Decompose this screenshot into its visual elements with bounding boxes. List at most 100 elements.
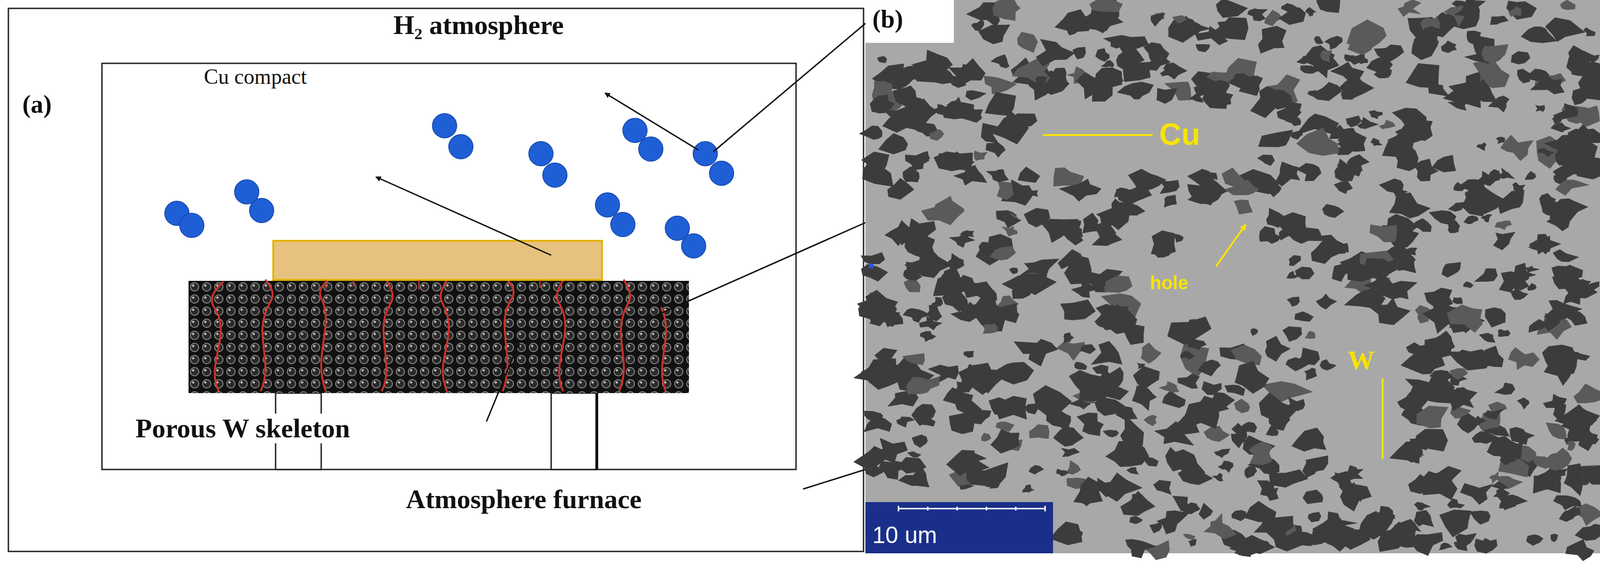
tungsten-particle [1094, 397, 1126, 416]
tungsten-particle [1089, 0, 1123, 13]
tungsten-particle [1080, 344, 1096, 354]
tungsten-particle [903, 261, 923, 281]
tungsten-particle [1238, 421, 1257, 433]
tungsten-particle [1182, 533, 1196, 540]
feature-label: hole [1149, 272, 1189, 293]
tungsten-particle [1149, 521, 1162, 534]
tungsten-particle [1143, 42, 1170, 65]
tungsten-particle [1568, 45, 1596, 68]
tungsten-particle [1377, 521, 1417, 553]
tungsten-particle [1060, 447, 1081, 457]
tungsten-particle [1150, 13, 1166, 27]
tungsten-particle [1509, 426, 1535, 446]
tungsten-particle [958, 362, 996, 394]
tungsten-particle [944, 151, 975, 169]
tungsten-particle [1264, 487, 1279, 501]
tungsten-particle [1044, 221, 1060, 230]
tungsten-particle [1483, 408, 1505, 419]
tungsten-particle [971, 20, 985, 31]
tungsten-particle [1551, 265, 1567, 281]
panel-label: (b) [872, 5, 904, 34]
tungsten-particle [921, 195, 966, 225]
tungsten-particle [1478, 170, 1499, 187]
tungsten-particle [1463, 215, 1479, 224]
tungsten-particle [1180, 351, 1195, 360]
tungsten-particle [1125, 203, 1146, 216]
tungsten-particle [1455, 533, 1478, 546]
tungsten-particle [1449, 367, 1469, 380]
tungsten-particle [1527, 283, 1537, 291]
tungsten-particle [1566, 351, 1591, 361]
tungsten-particle [1092, 80, 1113, 102]
tungsten-particle [950, 301, 979, 322]
tungsten-particle [907, 451, 922, 458]
tungsten-particle [1578, 73, 1600, 102]
tungsten-particle [1413, 509, 1434, 527]
tungsten-particle [1570, 406, 1600, 428]
tungsten-particle [966, 470, 993, 487]
tungsten-particle [1156, 510, 1190, 534]
tungsten-particle [1583, 27, 1596, 37]
tungsten-particle [1201, 381, 1222, 396]
tungsten-particle [1488, 471, 1503, 484]
tungsten-particle [1364, 258, 1401, 282]
tungsten-particle [1150, 230, 1176, 256]
tungsten-particle [1063, 332, 1074, 343]
tungsten-particle [1370, 137, 1384, 147]
tungsten-particle [1302, 489, 1324, 504]
tungsten-particle [1500, 135, 1534, 162]
tungsten-particle [1184, 401, 1220, 429]
tungsten-particle [1573, 156, 1600, 180]
tungsten-particle [1233, 199, 1253, 215]
tungsten-particle [1022, 484, 1035, 493]
tungsten-particle [1205, 87, 1217, 96]
tungsten-particle [1497, 167, 1516, 180]
gas-label: H₂ atmosphere [393, 10, 564, 41]
tungsten-particle [1282, 326, 1303, 342]
tungsten-particle [989, 245, 1017, 261]
tungsten-particle [1315, 81, 1342, 102]
tungsten-particle [1340, 82, 1363, 100]
tungsten-particle [1217, 460, 1234, 473]
tungsten-particle [968, 108, 983, 123]
tungsten-particle [877, 133, 908, 155]
tungsten-particle [1206, 71, 1230, 83]
tungsten-particle [1064, 252, 1092, 284]
tungsten-particle [1288, 255, 1301, 266]
tungsten-particle [1220, 93, 1234, 106]
tungsten-particle [1269, 469, 1309, 488]
tungsten-particle [1395, 123, 1419, 139]
tungsten-particle [902, 308, 931, 324]
tungsten-particle [990, 428, 1020, 454]
tungsten-particle [978, 241, 992, 253]
tungsten-particle [1498, 499, 1517, 509]
tungsten-particle [1314, 36, 1324, 45]
tungsten-particle [896, 416, 915, 428]
tungsten-particle [1453, 182, 1466, 192]
phase-label: Cu [1159, 117, 1201, 152]
tungsten-particle [1424, 287, 1453, 309]
tungsten-particle [1234, 360, 1270, 394]
tungsten-particle [1098, 366, 1124, 388]
tungsten-particle [1259, 86, 1293, 110]
tungsten-particle [1336, 162, 1363, 177]
tungsten-particle [1499, 475, 1524, 489]
tungsten-particle [1550, 533, 1559, 542]
tungsten-particle [919, 330, 937, 342]
tungsten-particle [1307, 90, 1326, 100]
tungsten-particle [1258, 129, 1294, 148]
tungsten-particle [959, 230, 975, 238]
tungsten-particle [1258, 391, 1299, 421]
scale-label: 10 um [872, 522, 938, 548]
tungsten-particle [1454, 0, 1487, 19]
tungsten-particle [1156, 87, 1177, 104]
tungsten-particle [1508, 6, 1522, 17]
tungsten-particle [1316, 0, 1341, 14]
tungsten-particle [1532, 474, 1561, 493]
tungsten-particle [1076, 412, 1105, 436]
tungsten-particle [985, 141, 1006, 158]
tungsten-particle [1102, 429, 1120, 438]
tungsten-particle [906, 375, 941, 394]
tungsten-particle [1305, 455, 1329, 472]
tungsten-particle [982, 323, 999, 334]
